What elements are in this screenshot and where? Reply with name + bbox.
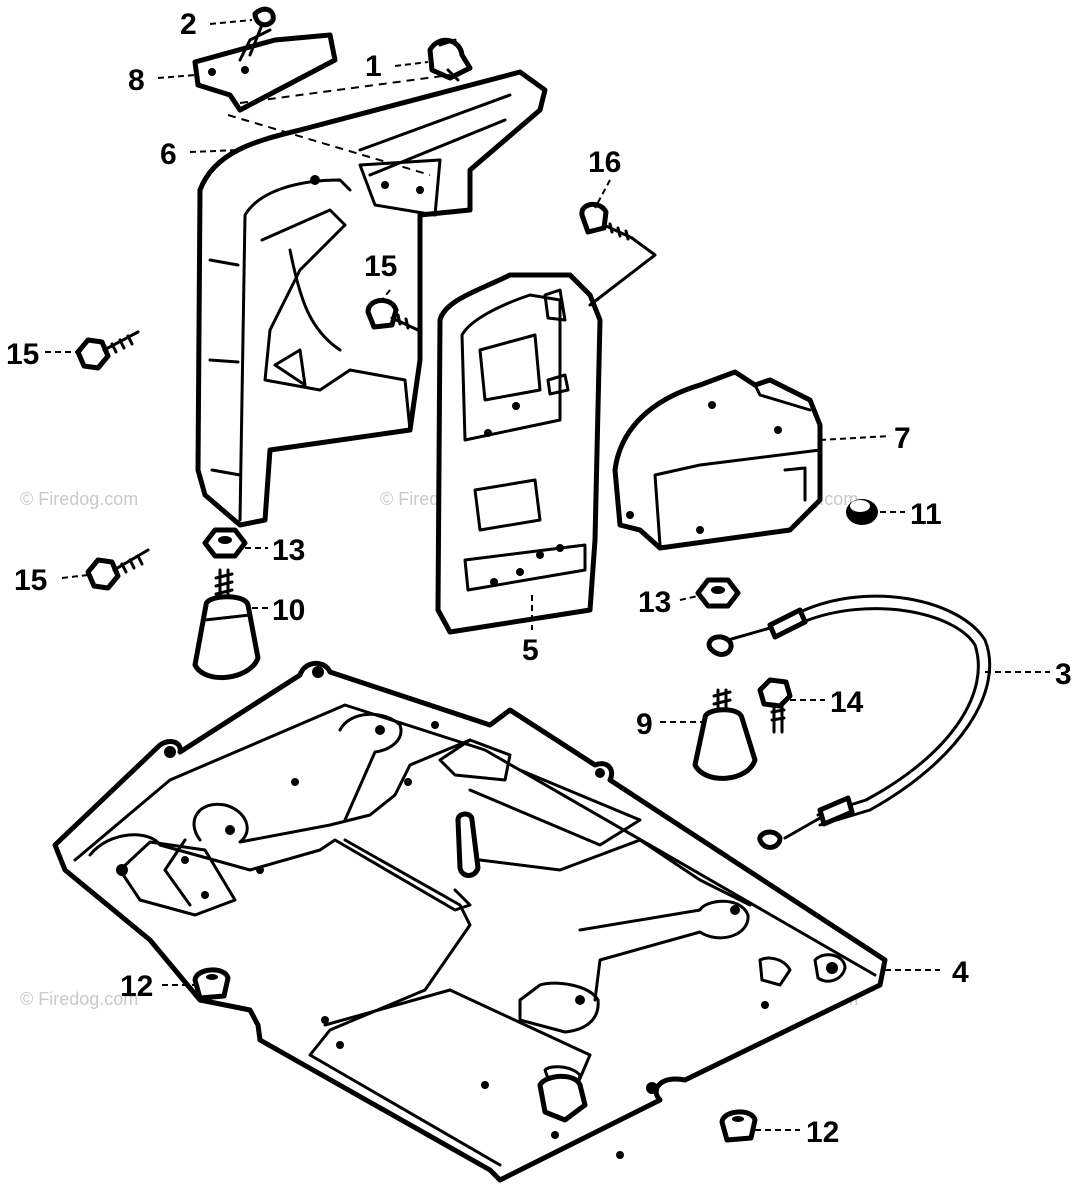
part-15-bolt-a: [75, 330, 140, 371]
part-11-grommet: [846, 499, 878, 525]
part-9-mount: [692, 688, 758, 781]
callout-9: 9: [636, 708, 653, 741]
callout-1: 1: [365, 50, 382, 83]
callout-7: 7: [894, 422, 911, 455]
dashed-guide-8: [227, 114, 431, 176]
part-5-plate: [435, 272, 603, 635]
callout-8: 8: [128, 64, 145, 97]
part-10-mount: [192, 568, 261, 681]
part-16-bolt: [579, 202, 657, 307]
callout-10: 10: [272, 594, 305, 627]
part-4-base-frame: [52, 660, 888, 1183]
callout-15-left: 15: [6, 338, 39, 371]
part-15-bolt-b: [365, 298, 420, 332]
part-7-cover: [612, 369, 823, 551]
callouts: 2 1 8 6 16 15 15 7 11 13 15 10 13 5 3 14…: [6, 8, 1072, 1149]
part-6-frame-cover: [195, 69, 548, 528]
callout-3: 3: [1055, 658, 1072, 691]
callout-15-top: 15: [364, 250, 397, 283]
callout-13-left: 13: [272, 534, 305, 567]
part-12-nut-b: [719, 1109, 758, 1143]
callout-6: 6: [160, 138, 177, 171]
watermark-1: © Firedog.com: [20, 489, 138, 509]
part-15-bolt-c: [85, 548, 150, 591]
callout-16: 16: [588, 146, 621, 179]
watermark-4: © Firedog.com: [20, 989, 138, 1009]
callout-13-right: 13: [638, 586, 671, 619]
part-1-clip: [427, 38, 473, 82]
callout-2: 2: [180, 8, 197, 41]
part-8-bracket: [192, 28, 338, 113]
part-13-nut-b: [695, 577, 741, 609]
part-2-clip: [248, 6, 276, 57]
part-13-nut-a: [202, 527, 248, 559]
callout-5: 5: [522, 634, 539, 667]
callout-4: 4: [952, 956, 969, 989]
part-3-cable: [706, 594, 992, 850]
part-12-nut-a: [192, 967, 231, 1001]
leader-lines: [45, 19, 1050, 1131]
callout-11: 11: [910, 498, 942, 531]
part-14-bolt: [757, 677, 793, 734]
callout-15-bottom: 15: [14, 564, 47, 597]
callout-12-right: 12: [806, 1116, 839, 1149]
dashed-guide-1: [239, 74, 451, 104]
callout-12-left: 12: [120, 970, 153, 1003]
callout-14: 14: [830, 686, 864, 719]
